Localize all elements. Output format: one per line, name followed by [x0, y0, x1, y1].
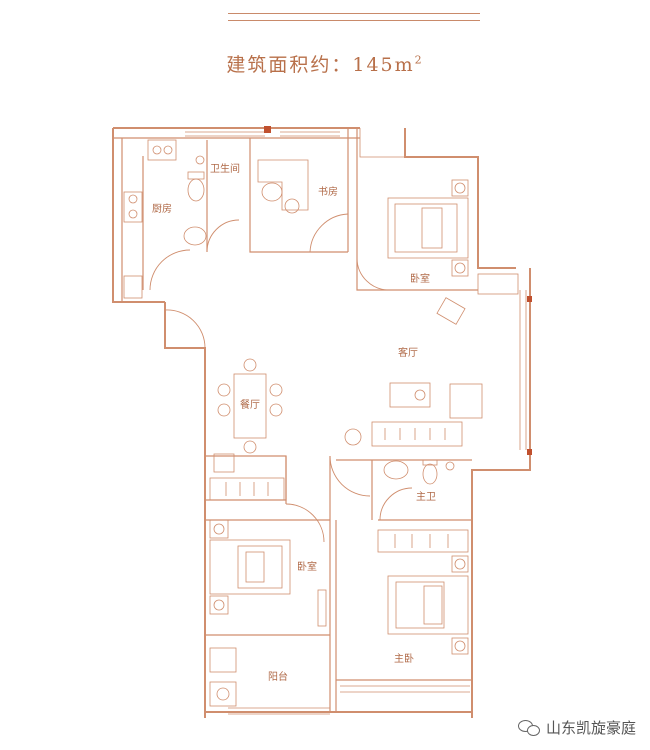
label-master-bath: 主卫 — [416, 491, 436, 503]
label-study: 书房 — [318, 185, 338, 198]
inner-walls — [113, 128, 478, 712]
label-kitchen: 厨房 — [152, 202, 172, 215]
living-furniture — [344, 273, 519, 447]
top-decorative-rule — [228, 13, 480, 21]
label-master-bedroom: 主卧 — [394, 652, 414, 665]
page-title: 建筑面积约：145m2 — [0, 50, 650, 77]
area-superscript: 2 — [414, 53, 424, 67]
bedroom-ne-bed — [387, 179, 469, 325]
area-unit: m — [394, 54, 415, 76]
outer-walls — [112, 127, 531, 718]
area-value: 145 — [352, 54, 395, 76]
doors — [149, 213, 413, 543]
label-balcony: 阳台 — [268, 670, 288, 683]
watermark: 山东凯旋豪庭 — [517, 717, 636, 738]
windows — [185, 128, 531, 715]
title-prefix: 建筑面积约： — [226, 54, 353, 76]
master-bed — [387, 555, 469, 655]
watermark-text: 山东凯旋豪庭 — [545, 719, 636, 737]
bathroom-fixtures — [183, 155, 207, 246]
room-labels: 厨房 卫生间 书房 卧室 客厅 餐厅 主卫 卧室 主卧 阳台 — [152, 162, 436, 683]
study-furniture — [257, 159, 309, 214]
kitchen-fixtures — [123, 139, 177, 299]
balcony-fixtures — [209, 589, 327, 707]
label-dining: 餐厅 — [240, 398, 260, 411]
label-bedroom-ne: 卧室 — [410, 272, 430, 285]
wardrobes — [209, 453, 469, 553]
structural-markers — [264, 126, 532, 455]
dining-furniture — [217, 358, 283, 454]
label-bathroom: 卫生间 — [210, 162, 240, 175]
label-living: 客厅 — [398, 346, 418, 359]
wechat-icon — [517, 719, 540, 736]
master-bath-fixtures — [383, 459, 455, 485]
label-bedroom-sw: 卧室 — [297, 560, 317, 573]
bedroom-sw-bed — [209, 519, 291, 615]
